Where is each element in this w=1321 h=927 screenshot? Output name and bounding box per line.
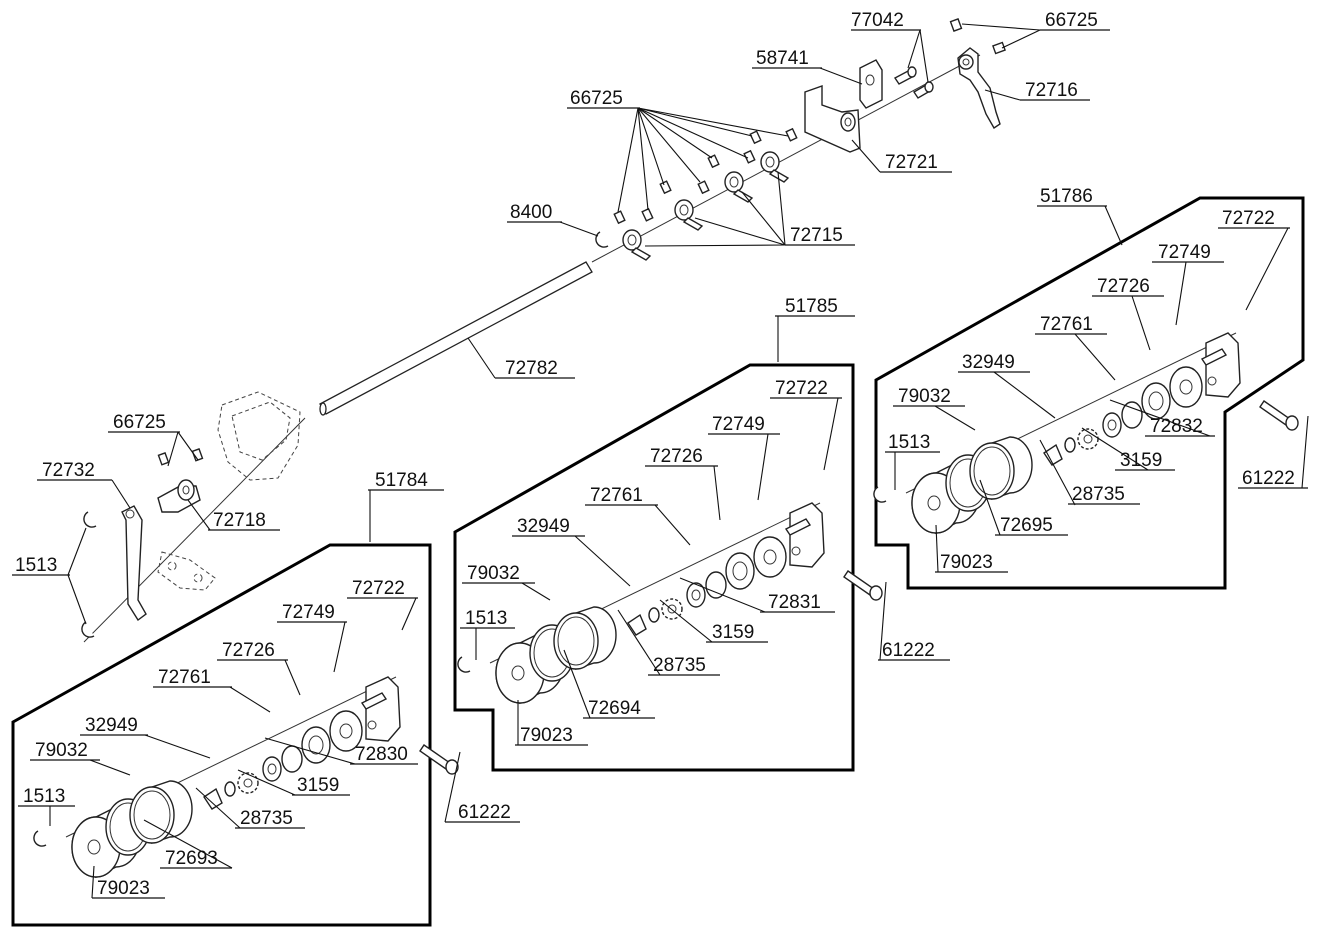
clip-8400 — [595, 231, 609, 248]
part-labels: 77042 66725 58741 72716 66725 72721 8400… — [12, 10, 1308, 899]
label-79032: 79032 — [35, 740, 88, 761]
dashed-frame-bracket — [157, 391, 301, 591]
label-72749: 72749 — [282, 602, 335, 623]
label-72722: 72722 — [352, 578, 405, 599]
label-1513: 1513 — [465, 608, 507, 629]
label-79032: 79032 — [898, 386, 951, 407]
label-72726: 72726 — [650, 446, 703, 467]
label-72832: 72832 — [1150, 416, 1203, 437]
label-72749: 72749 — [712, 414, 765, 435]
label-79023: 79023 — [940, 552, 993, 573]
assembly-box-51786 — [874, 196, 1305, 590]
label-72722: 72722 — [775, 378, 828, 399]
label-72722: 72722 — [1222, 208, 1275, 229]
label-72749: 72749 — [1158, 242, 1211, 263]
label-58741: 58741 — [756, 48, 809, 69]
label-32949: 32949 — [85, 715, 138, 736]
lever-72732 — [121, 505, 147, 622]
label-79023: 79023 — [97, 878, 150, 899]
label-32949: 32949 — [517, 516, 570, 537]
label-72695: 72695 — [1000, 515, 1053, 536]
label-72761: 72761 — [158, 667, 211, 688]
main-shaft — [83, 54, 981, 643]
label-72693: 72693 — [165, 848, 218, 869]
label-72782: 72782 — [505, 358, 558, 379]
label-51784: 51784 — [375, 470, 428, 491]
collar-72718 — [157, 448, 204, 513]
label-72732: 72732 — [42, 460, 95, 481]
label-72761: 72761 — [1040, 314, 1093, 335]
assembly-51784-parts — [33, 676, 459, 878]
label-72761: 72761 — [590, 485, 643, 506]
label-51785: 51785 — [785, 296, 838, 317]
label-1513: 1513 — [888, 432, 930, 453]
label-8400: 8400 — [510, 202, 552, 223]
label-3159: 3159 — [1120, 450, 1162, 471]
label-72716: 72716 — [1025, 80, 1078, 101]
label-72831: 72831 — [768, 592, 821, 613]
assembly-box-51784 — [11, 543, 432, 927]
screws-77042 — [893, 66, 934, 99]
label-61222: 61222 — [882, 640, 935, 661]
lever-72716 — [949, 18, 1006, 129]
label-72721: 72721 — [885, 152, 938, 173]
label-77042: 77042 — [851, 10, 904, 31]
label-61222: 61222 — [1242, 468, 1295, 489]
label-72694: 72694 — [588, 698, 641, 719]
label-32949: 32949 — [962, 352, 1015, 373]
label-61222: 61222 — [458, 802, 511, 823]
assembly-box-51785 — [453, 363, 855, 772]
label-51786: 51786 — [1040, 186, 1093, 207]
label-72726: 72726 — [1097, 276, 1150, 297]
label-28735: 28735 — [240, 808, 293, 829]
label-79032: 79032 — [467, 563, 520, 584]
label-3159: 3159 — [712, 622, 754, 643]
label-66725: 66725 — [113, 412, 166, 433]
label-1513: 1513 — [15, 555, 57, 576]
label-66725: 66725 — [1045, 10, 1098, 31]
clips-1513-left — [81, 511, 97, 638]
bracket-58741 — [859, 59, 883, 109]
label-1513: 1513 — [23, 786, 65, 807]
label-72718: 72718 — [213, 510, 266, 531]
label-72830: 72830 — [355, 744, 408, 765]
leader-lines — [49, 23, 1309, 899]
label-28735: 28735 — [1072, 484, 1125, 505]
label-3159: 3159 — [297, 775, 339, 796]
label-28735: 28735 — [653, 655, 706, 676]
label-72715: 72715 — [790, 225, 843, 246]
plate-72721 — [804, 85, 861, 153]
label-79023: 79023 — [520, 725, 573, 746]
label-72726: 72726 — [222, 640, 275, 661]
label-66725: 66725 — [570, 88, 623, 109]
cams-72715 — [613, 127, 798, 261]
